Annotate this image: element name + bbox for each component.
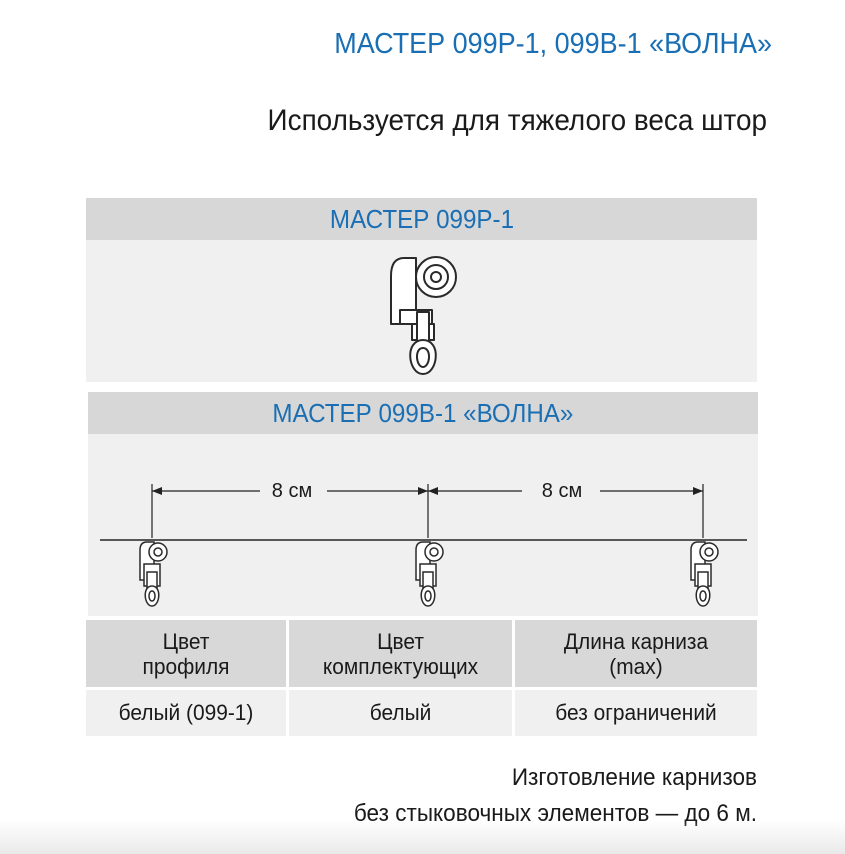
table-cell-profile-color: белый (099-1) bbox=[86, 690, 286, 736]
table-cell-parts-color: белый bbox=[289, 690, 512, 736]
section-heading-099p-label: МАСТЕР 099Р-1 bbox=[329, 204, 514, 234]
runner-1-icon bbox=[139, 541, 168, 607]
bottom-shade bbox=[0, 820, 845, 854]
footnote-line-1: Изготовление карнизов bbox=[511, 764, 757, 791]
spacing-label-right: 8 см bbox=[542, 480, 582, 502]
runner-3-icon bbox=[690, 541, 719, 607]
table-header-parts-color: Цвет комплектующих bbox=[289, 620, 512, 687]
table-header-parts-color-line2: комплектующих bbox=[322, 653, 479, 679]
section-heading-099v-wave: МАСТЕР 099В-1 «ВОЛНА» bbox=[88, 392, 758, 434]
table-header-max-length-line2: (max) bbox=[609, 653, 663, 679]
table-header-parts-color-line1: Цвет bbox=[377, 628, 424, 654]
table-cell-max-length-value: без ограничений bbox=[555, 700, 717, 725]
section-heading-099v-wave-label: МАСТЕР 099В-1 «ВОЛНА» bbox=[272, 398, 574, 428]
table-cell-profile-color-value: белый (099-1) bbox=[118, 700, 254, 725]
page-title: МАСТЕР 099Р-1, 099В-1 «ВОЛНА» bbox=[334, 28, 772, 60]
runner-2-icon bbox=[415, 541, 444, 607]
table-header-profile-color-line2: профиля bbox=[142, 653, 230, 679]
wave-runners-diagram: 8 см 8 см bbox=[100, 480, 747, 607]
spacing-label-left: 8 см bbox=[272, 480, 312, 502]
single-roller-hook-icon bbox=[390, 256, 457, 375]
spacing-dimension-left bbox=[151, 484, 428, 538]
table-header-profile-color: Цвет профиля bbox=[86, 620, 286, 687]
table-header-max-length-line1: Длина карниза bbox=[563, 628, 709, 654]
section-panel-099p bbox=[86, 240, 757, 382]
page-subtitle: Используется для тяжелого веса штор bbox=[267, 104, 767, 137]
section-heading-099p: МАСТЕР 099Р-1 bbox=[86, 198, 757, 240]
table-header-max-length: Длина карниза (max) bbox=[515, 620, 757, 687]
table-cell-parts-color-value: белый bbox=[369, 700, 432, 725]
table-header-profile-color-line1: Цвет bbox=[162, 628, 210, 654]
table-cell-max-length: без ограничений bbox=[515, 690, 757, 736]
spacing-dimension-right bbox=[427, 484, 704, 538]
